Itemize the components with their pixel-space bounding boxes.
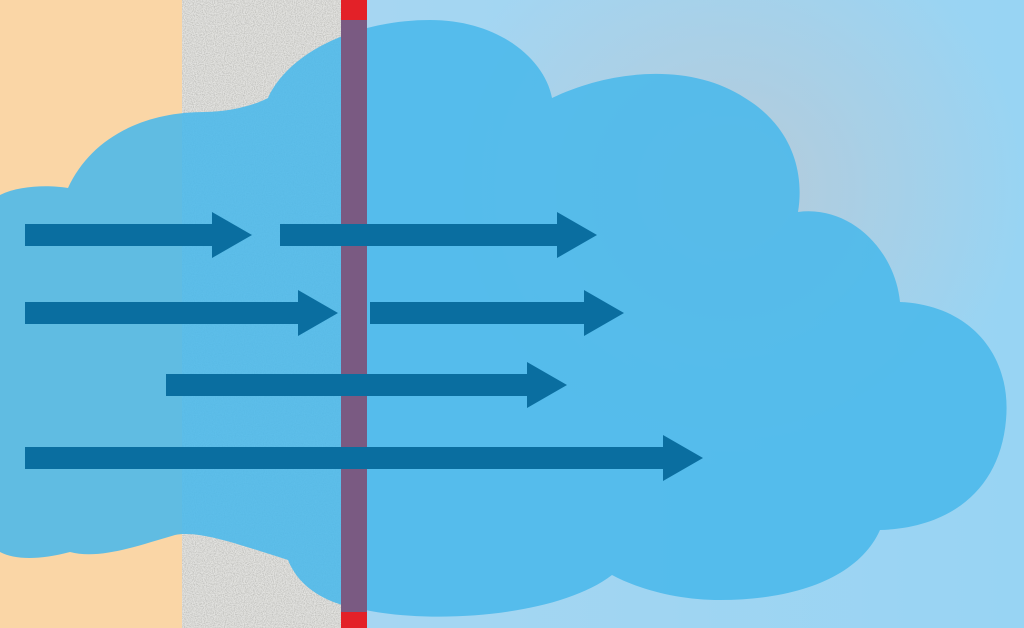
flow-arrow-1 (25, 212, 252, 258)
flow-arrows (25, 212, 703, 481)
flow-arrow-3 (25, 290, 338, 336)
membrane-cloud-overlap (341, 20, 367, 612)
flow-arrow-6 (25, 435, 703, 481)
flow-arrow-2 (280, 212, 597, 258)
flow-arrow-4 (370, 290, 624, 336)
flow-arrow-5 (166, 362, 567, 408)
